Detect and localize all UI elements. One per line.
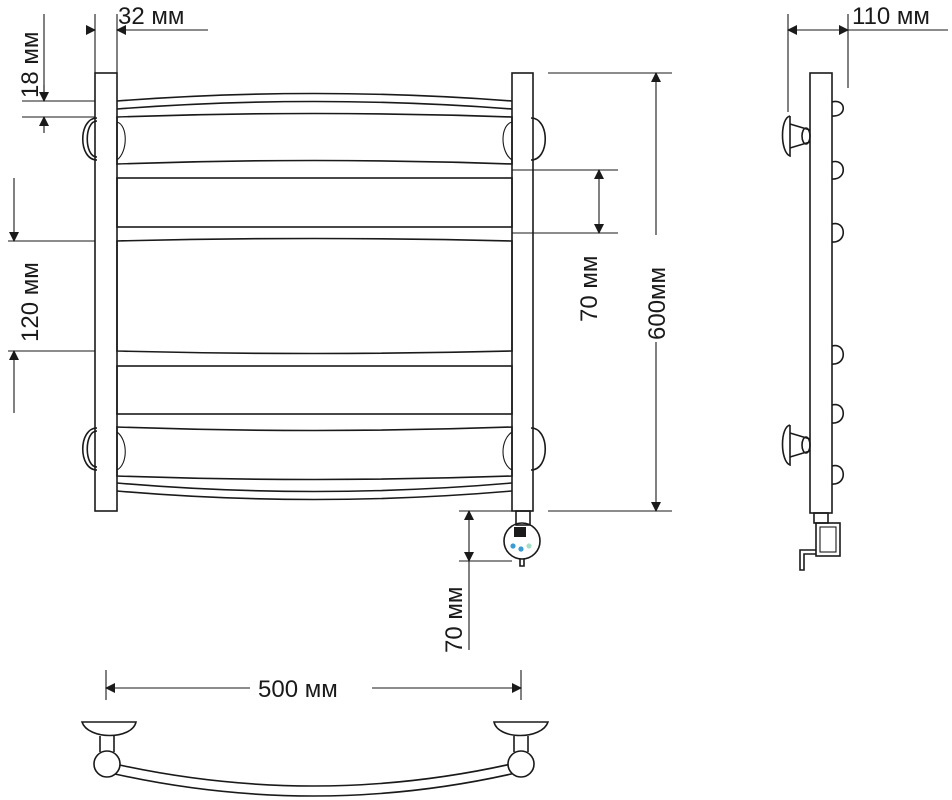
label-total-width: 500 мм — [258, 676, 338, 703]
bottom-bar — [116, 482, 513, 501]
side-post — [809, 72, 833, 514]
top-view — [80, 721, 550, 797]
bar-5 — [116, 426, 513, 481]
side-wall-bracket-top — [781, 115, 811, 158]
wall-bracket-top-left — [82, 117, 98, 161]
top-view-bracket-left — [80, 721, 137, 778]
bar-1 — [116, 112, 513, 165]
bar-3 — [116, 237, 513, 355]
dim-bar-spacing-small: 70 мм — [512, 169, 618, 322]
label-heater-offset: 70 мм — [441, 587, 468, 653]
wall-bracket-bottom-right — [530, 427, 546, 471]
dim-bar-spacing-large: 120 мм — [8, 178, 95, 413]
wall-bracket-bottom-left — [82, 427, 98, 471]
side-heater — [799, 512, 841, 571]
dim-depth: 110 мм — [787, 3, 948, 112]
bar-2 — [116, 177, 513, 228]
dim-top-offset: 18 мм — [17, 14, 95, 133]
label-bar-spacing-large: 120 мм — [17, 262, 44, 342]
side-view — [781, 72, 845, 571]
wall-bracket-top-right — [530, 117, 546, 161]
top-view-bracket-right — [493, 721, 550, 778]
dim-total-width: 500 мм — [105, 670, 522, 703]
side-wall-bracket-bottom — [781, 424, 811, 467]
dim-pipe-diameter: 32 мм — [86, 3, 208, 73]
label-pipe-diameter: 32 мм — [118, 3, 184, 30]
dim-total-height: 600мм — [548, 72, 672, 512]
dim-heater-offset: 70 мм — [441, 510, 512, 653]
top-view-bar — [105, 761, 521, 797]
bar-4 — [116, 365, 513, 415]
label-depth: 110 мм — [852, 3, 930, 30]
top-bar — [116, 92, 513, 110]
right-post — [511, 72, 534, 512]
heater-element — [503, 510, 541, 567]
left-post — [94, 72, 118, 512]
label-total-height: 600мм — [644, 267, 671, 340]
label-top-offset: 18 мм — [17, 32, 44, 98]
label-bar-spacing-small: 70 мм — [576, 256, 603, 322]
front-view — [82, 72, 546, 567]
